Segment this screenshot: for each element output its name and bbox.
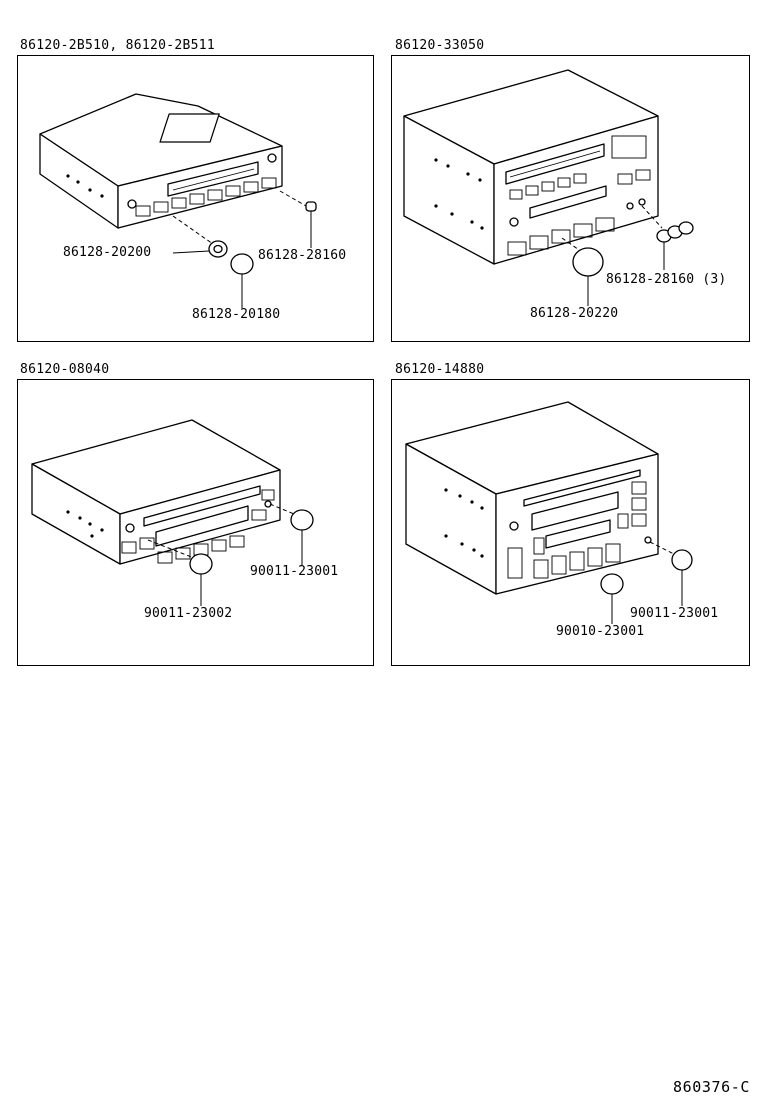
- part-label-86128-28160-x3: 86128-28160 (3): [606, 272, 727, 287]
- part-label-90011-23001-b: 90011-23001: [630, 606, 719, 621]
- part-label-86128-28160: 86128-28160: [258, 248, 347, 263]
- drawing-id: 860376-C: [672, 1078, 750, 1096]
- radio-unit-4-drawing: [405, 401, 693, 624]
- panel-3-diagram: 90011-23001 90011-23002: [17, 379, 374, 666]
- radio-unit-3-drawing: [31, 419, 314, 606]
- part-label-86128-20220: 86128-20220: [530, 306, 619, 321]
- part-label-90010-23001: 90010-23001: [556, 624, 645, 639]
- part-label-86128-20200: 86128-20200: [63, 245, 152, 260]
- radio-unit-1-drawing: [39, 93, 317, 308]
- radio-unit-2-drawing: [403, 69, 694, 306]
- panel-2-title: 86120-33050: [395, 38, 485, 53]
- part-label-90011-23001: 90011-23001: [250, 564, 339, 579]
- panel-1-diagram: 86128-20200 86128-28160 86128-20180: [17, 55, 374, 342]
- part-label-90011-23002: 90011-23002: [144, 606, 233, 621]
- panel-1-title: 86120-2B510, 86120-2B511: [20, 38, 216, 53]
- panel-2-diagram: 86128-28160 (3) 86128-20220: [391, 55, 750, 342]
- panel-4-diagram: 90011-23001 90010-23001: [391, 379, 750, 666]
- panel-4-title: 86120-14880: [395, 362, 485, 377]
- panel-3-title: 86120-08040: [20, 362, 110, 377]
- part-label-86128-20180: 86128-20180: [192, 307, 281, 322]
